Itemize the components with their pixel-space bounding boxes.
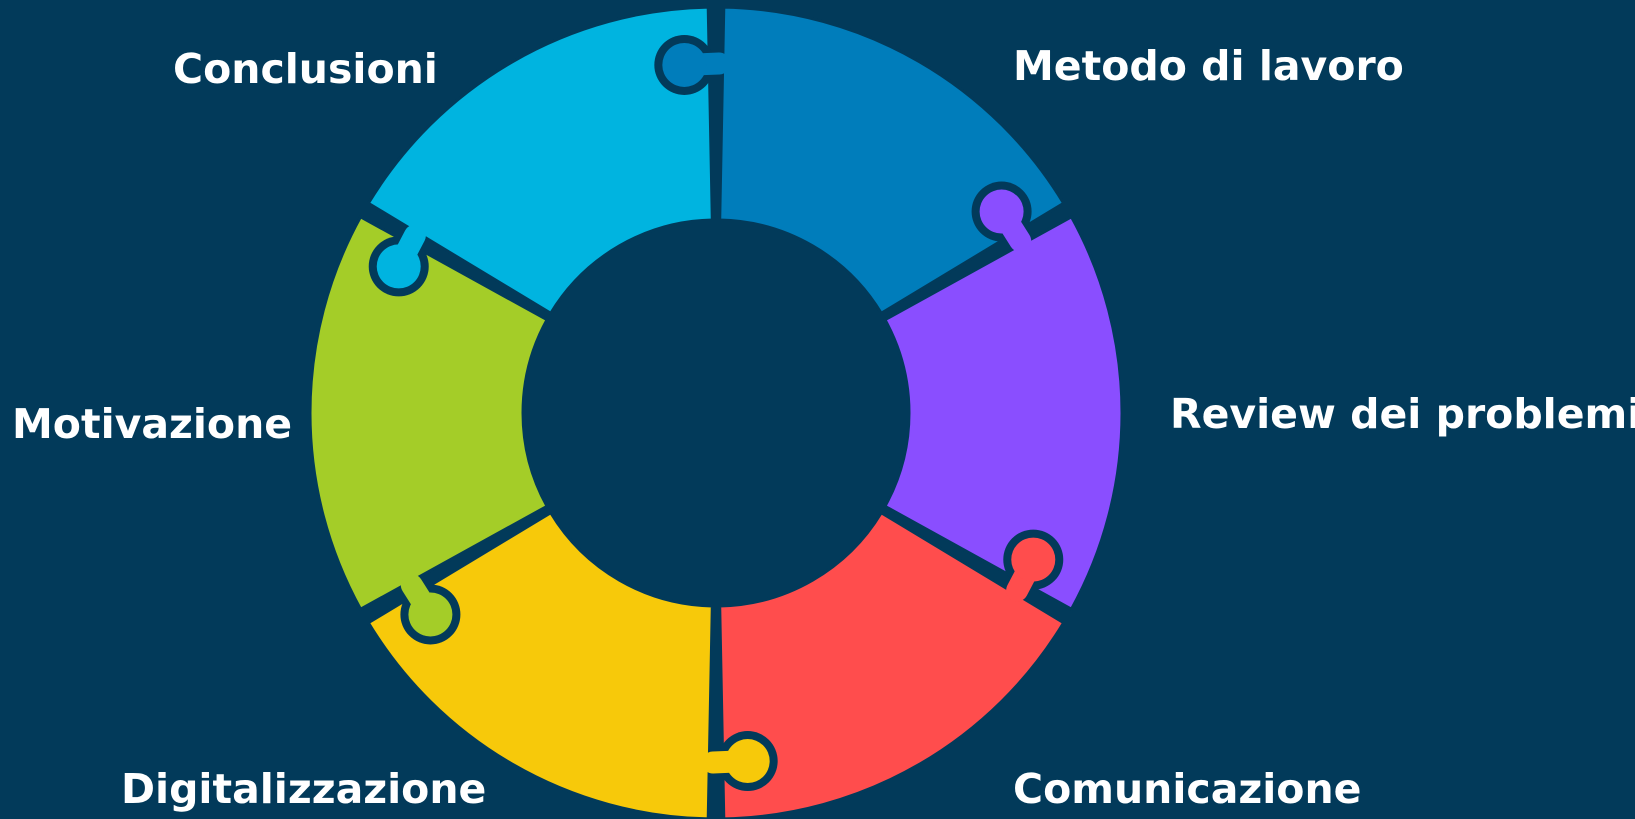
label-motivazione: Motivazione <box>12 400 293 448</box>
label-conclusioni: Conclusioni <box>173 45 438 93</box>
puzzle-knob <box>1003 529 1064 602</box>
label-metodo-di-lavoro: Metodo di lavoro <box>1013 42 1404 90</box>
label-comunicazione: Comunicazione <box>1013 765 1362 813</box>
puzzle-knob <box>971 181 1032 252</box>
puzzle-knob <box>368 224 429 297</box>
puzzle-knob <box>654 34 731 95</box>
puzzle-piece-review <box>883 215 1124 611</box>
puzzle-piece-digitalizzazione <box>366 511 714 819</box>
puzzle-knob <box>701 731 778 792</box>
puzzle-knob <box>400 574 461 645</box>
puzzle-piece-conclusioni <box>366 5 714 315</box>
label-digitalizzazione: Digitalizzazione <box>121 765 487 813</box>
puzzle-piece-metodo <box>718 5 1066 315</box>
label-review-dei-problemi: Review dei problemi <box>1170 390 1635 438</box>
puzzle-piece-motivazione <box>308 215 549 611</box>
puzzle-piece-comunicazione <box>718 511 1066 819</box>
